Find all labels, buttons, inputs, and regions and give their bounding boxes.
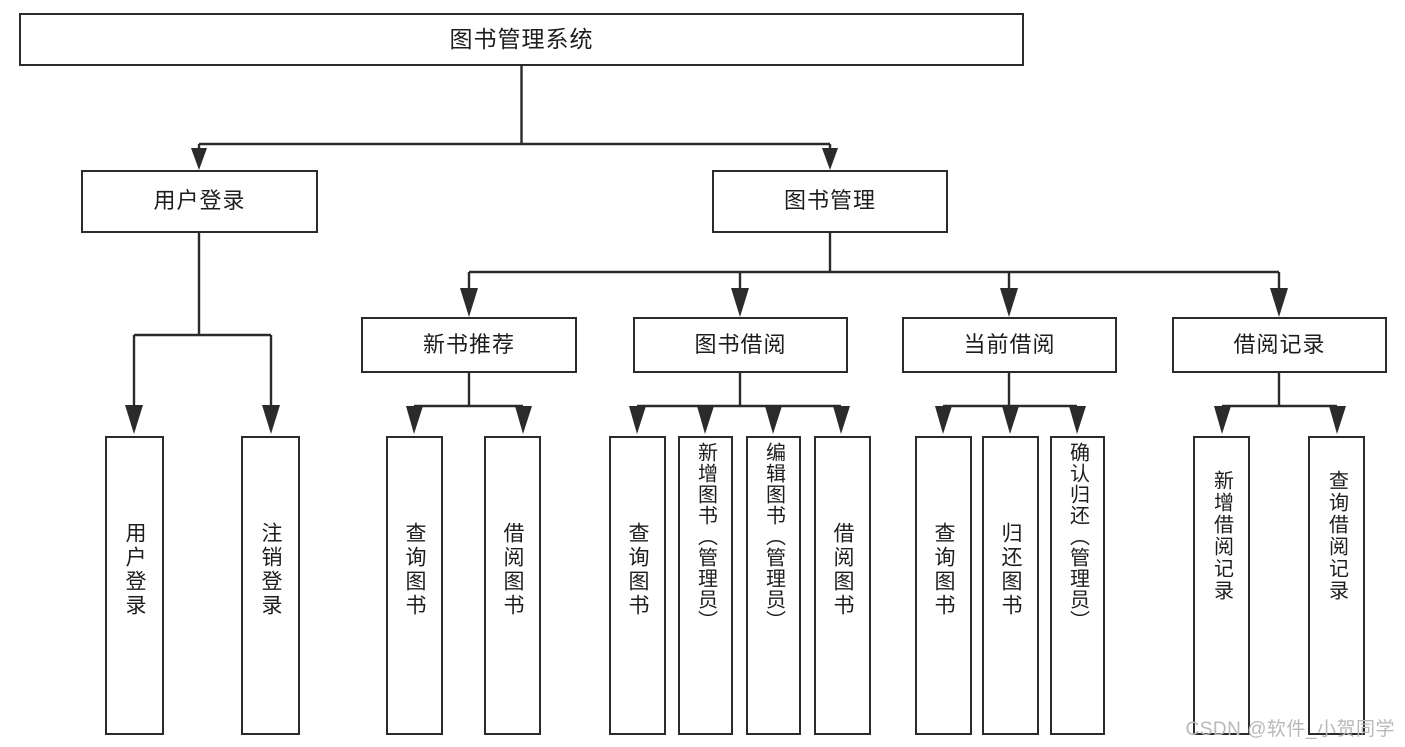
arrow-leaf-query-book-2: [629, 406, 646, 434]
leaf-query-record[interactable]: 查询借阅记录: [1308, 436, 1365, 735]
arrow-leaf-user-login: [125, 405, 143, 434]
node-borrow-record[interactable]: 借阅记录: [1172, 317, 1387, 373]
arrow-to-borrow-record: [1270, 288, 1288, 317]
leaf-query-book-3-label: 查询图书: [932, 522, 955, 618]
node-user-login-label: 用户登录: [153, 188, 246, 214]
leaf-borrow-book-2[interactable]: 借阅图书: [814, 436, 871, 735]
node-borrow-record-label: 借阅记录: [1233, 331, 1326, 357]
leaf-add-record[interactable]: 新增借阅记录: [1193, 436, 1250, 735]
arrow-leaf-add-book: [697, 406, 714, 434]
leaf-borrow-book-1-label: 借阅图书: [501, 522, 524, 618]
arrow-to-current-borrow: [1000, 288, 1018, 317]
leaf-user-login[interactable]: 用户登录: [105, 436, 164, 735]
leaf-query-book-2-label: 查询图书: [626, 522, 649, 618]
node-book-manage-label: 图书管理: [783, 188, 876, 214]
arrow-to-book-borrow: [731, 288, 749, 317]
leaf-confirm-return-label: 确认归还（管理员）: [1066, 442, 1089, 631]
node-root-label: 图书管理系统: [449, 25, 594, 52]
arrow-leaf-return-book: [1002, 406, 1019, 434]
arrow-leaf-confirm-return: [1069, 406, 1086, 434]
leaf-user-logout-label: 注销登录: [259, 522, 282, 618]
arrow-leaf-add-record: [1214, 406, 1231, 434]
node-new-book-recommend[interactable]: 新书推荐: [361, 317, 577, 373]
leaf-return-book-label: 归还图书: [999, 522, 1022, 618]
arrow-leaf-borrow-book-2: [833, 406, 850, 434]
arrow-leaf-borrow-book-1: [515, 406, 532, 434]
node-book-manage[interactable]: 图书管理: [712, 170, 948, 233]
arrow-leaf-query-book-1: [406, 406, 423, 434]
leaf-add-record-label: 新增借阅记录: [1210, 470, 1233, 602]
leaf-confirm-return[interactable]: 确认归还（管理员）: [1050, 436, 1105, 735]
leaf-query-book-3[interactable]: 查询图书: [915, 436, 972, 735]
leaf-edit-book[interactable]: 编辑图书（管理员）: [746, 436, 801, 735]
arrow-to-new-book-recommend: [460, 288, 478, 317]
node-current-borrow-label: 当前借阅: [963, 331, 1056, 357]
node-root[interactable]: 图书管理系统: [19, 13, 1024, 66]
arrow-leaf-user-logout: [262, 405, 280, 434]
leaf-borrow-book-1[interactable]: 借阅图书: [484, 436, 541, 735]
node-book-borrow[interactable]: 图书借阅: [633, 317, 848, 373]
leaf-return-book[interactable]: 归还图书: [982, 436, 1039, 735]
arrow-leaf-query-book-3: [935, 406, 952, 434]
arrow-leaf-query-record: [1329, 406, 1346, 434]
node-current-borrow[interactable]: 当前借阅: [902, 317, 1117, 373]
arrow-to-user-login: [191, 148, 207, 170]
arrow-leaf-edit-book: [765, 406, 782, 434]
leaf-borrow-book-2-label: 借阅图书: [831, 522, 854, 618]
node-user-login[interactable]: 用户登录: [81, 170, 318, 233]
arrow-to-book-manage: [822, 148, 838, 170]
leaf-query-book-2[interactable]: 查询图书: [609, 436, 666, 735]
leaf-add-book[interactable]: 新增图书（管理员）: [678, 436, 733, 735]
leaf-query-book-1[interactable]: 查询图书: [386, 436, 443, 735]
leaf-user-logout[interactable]: 注销登录: [241, 436, 300, 735]
leaf-query-record-label: 查询借阅记录: [1325, 470, 1348, 602]
leaf-add-book-label: 新增图书（管理员）: [694, 442, 717, 631]
node-new-book-recommend-label: 新书推荐: [422, 331, 515, 357]
leaf-edit-book-label: 编辑图书（管理员）: [762, 442, 785, 631]
node-book-borrow-label: 图书借阅: [694, 331, 787, 357]
leaf-query-book-1-label: 查询图书: [403, 522, 426, 618]
leaf-user-login-label: 用户登录: [123, 522, 146, 618]
